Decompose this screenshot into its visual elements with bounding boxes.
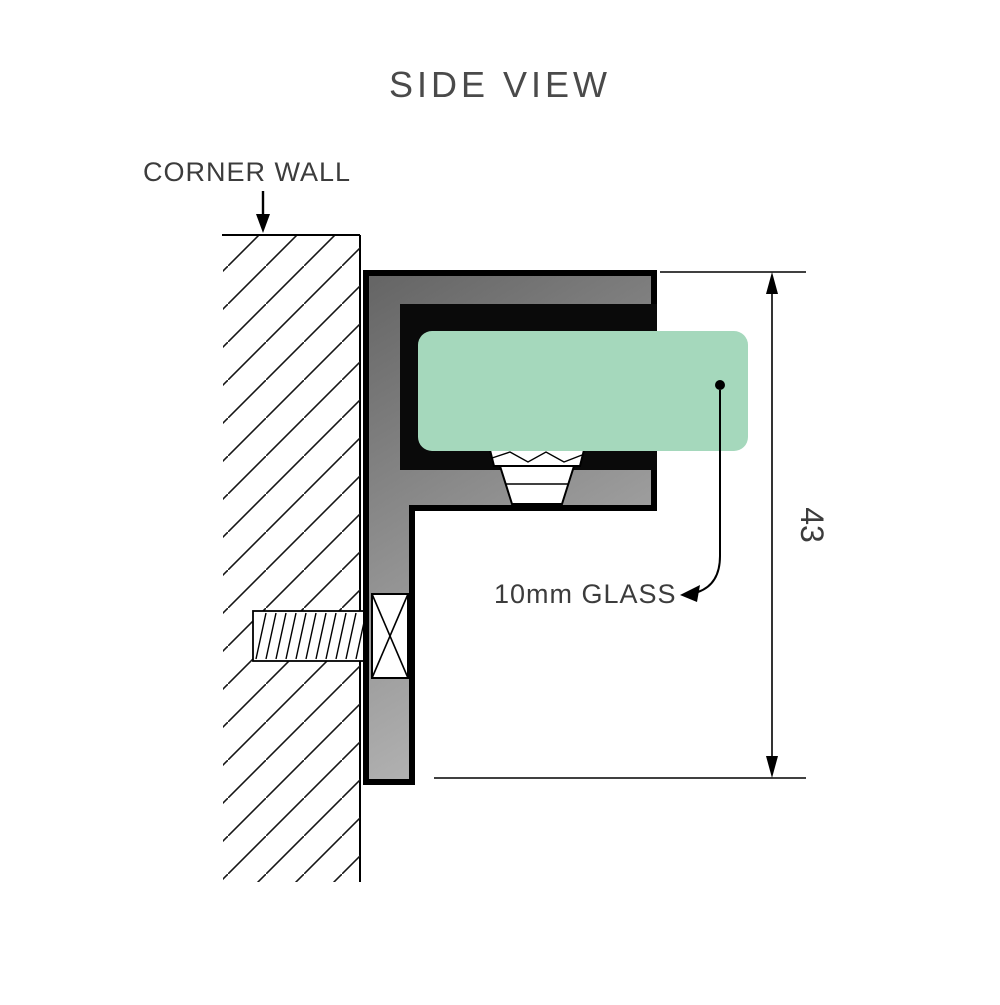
corner-wall-label: CORNER WALL (143, 157, 351, 187)
glass-gasket (488, 449, 586, 505)
leader-arrowhead-icon (680, 585, 700, 602)
wall-screw (252, 610, 370, 662)
leader-dot (715, 380, 725, 390)
height-dimension: 43 (434, 271, 830, 779)
glass-label: 10mm GLASS (494, 579, 677, 609)
dimension-value: 43 (794, 507, 830, 543)
corner-wall-pointer-arrow (256, 191, 270, 233)
glass-leader-line (680, 380, 725, 602)
glass-panel (418, 331, 748, 451)
diagram-title: SIDE VIEW (389, 64, 611, 105)
wall-hatching (223, 236, 360, 882)
dimension-arrow-bottom-icon (766, 756, 778, 778)
dimension-arrow-top-icon (766, 272, 778, 294)
screw-head (371, 593, 409, 679)
